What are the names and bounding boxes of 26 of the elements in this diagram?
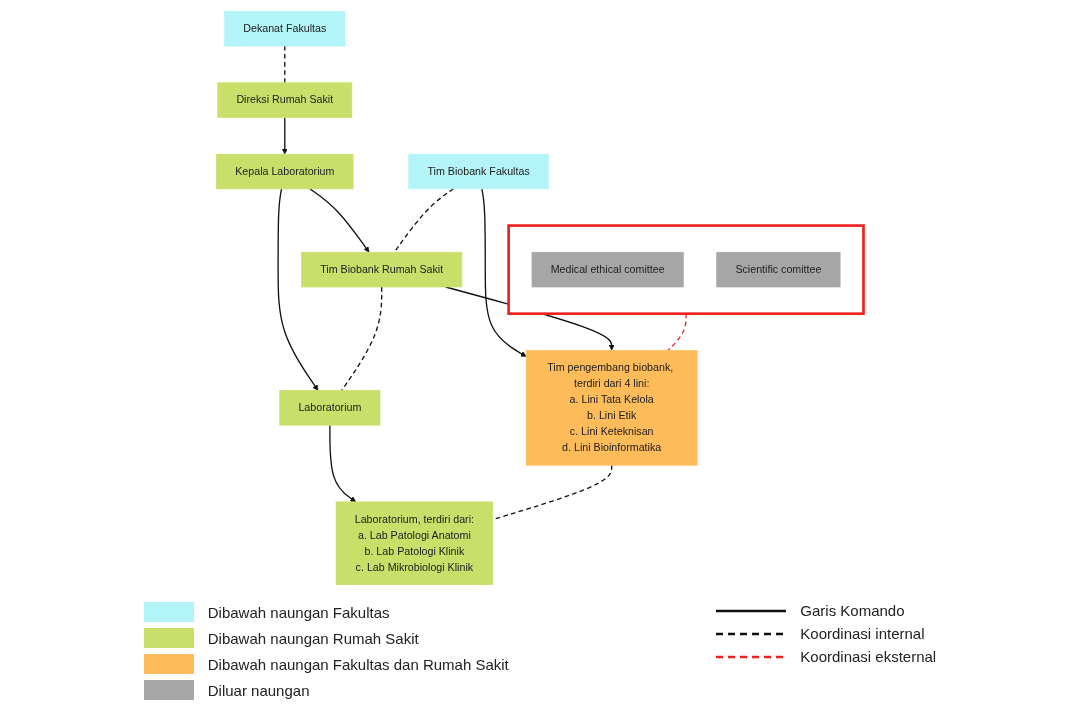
node-box: Tim pengembang biobank, terdiri dari 4 lini: a. Lini Tata Kelola b. Lini Etik c. Lini Keteknisan d. Lini Bioinformatika [525,350,698,466]
connector [393,188,455,253]
legend-label: Dibawah naungan Fakultas [207,603,390,621]
connector [284,45,286,84]
node-box: Laboratorium [279,390,381,426]
arrow [281,116,288,155]
node-box: Dekanat Fakultas [224,11,346,47]
node-box: Tim Biobank Fakultas [408,153,549,190]
legend-label: Garis Komando [800,602,905,619]
connector [667,313,687,352]
legend-label: Koordinasi internal [800,625,925,642]
node-box: Scientific comittee [716,251,841,288]
legend-label: Koordinasi eksternal [800,648,937,665]
legend-label: Diluar naungan [207,681,310,699]
node-box: Kepala Laboratorium [216,153,354,190]
arrow [481,188,527,357]
node-box: Laboratorium, terdiri dari: a. Lab Patologi Anatomi b. Lab Patologi Klinik c. Lab Mikrobiologi Klinik [335,501,494,585]
node-box: Direksi Rumah Sakit [217,82,353,118]
legend-label: Dibawah naungan Rumah Sakit [207,629,419,647]
arrow [329,424,357,503]
node-box: Medical ethical comittee [531,251,684,288]
arrow [309,188,370,253]
legend-label: Dibawah naungan Fakultas dan Rumah Sakit [207,655,509,673]
node-box: Tim Biobank Rumah Sakit [301,251,463,288]
cluster [507,224,865,315]
arrow [277,188,319,391]
